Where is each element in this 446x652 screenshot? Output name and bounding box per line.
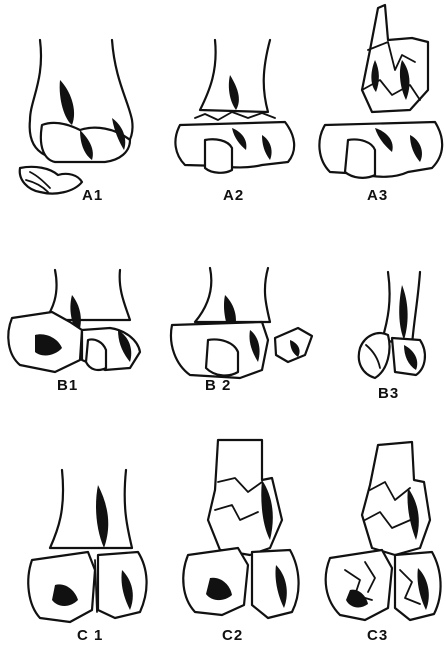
panel-c2-illustration — [183, 440, 298, 618]
panel-c3-illustration — [326, 442, 441, 620]
panel-a2-illustration — [175, 40, 294, 173]
panel-label-a1: A1 — [82, 187, 103, 204]
panel-b1-illustration — [8, 270, 140, 372]
panel-c1-illustration — [28, 470, 146, 622]
panel-a3-illustration — [319, 5, 442, 178]
panel-label-b3: B3 — [378, 385, 399, 402]
panel-label-c2: C2 — [222, 627, 243, 644]
panel-b3-illustration — [359, 272, 425, 378]
panel-label-a3: A3 — [367, 187, 388, 204]
panel-label-c1: C 1 — [77, 627, 103, 644]
panel-label-b1: B1 — [57, 377, 78, 394]
panel-a1-illustration — [20, 40, 133, 194]
panel-label-b2: B 2 — [205, 377, 231, 394]
panel-label-a2: A2 — [223, 187, 244, 204]
panel-b2-illustration — [171, 268, 312, 378]
panel-label-c3: C3 — [367, 627, 388, 644]
